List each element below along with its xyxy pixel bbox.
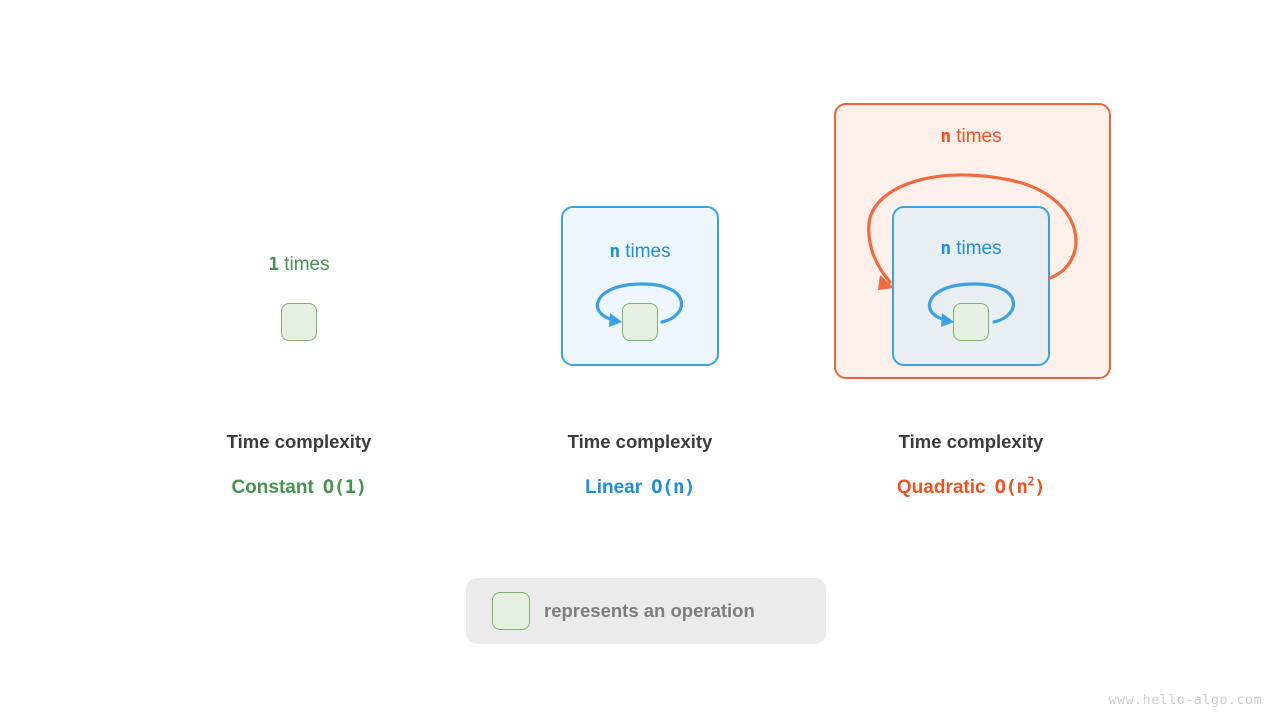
time-complexity-title: Time complexity [226, 431, 372, 452]
legend-pill: represents an operation [466, 578, 826, 644]
count-symbol: 1 [268, 254, 280, 275]
legend-label: represents an operation [544, 600, 755, 621]
big-o-notation: O(n) [651, 476, 695, 498]
operation-box [622, 303, 658, 341]
complexity-name: Linear [585, 477, 643, 498]
time-complexity-title: Time complexity [567, 431, 713, 452]
complexity-name: Constant [231, 477, 314, 498]
watermark: www.hello-algo.com [1108, 692, 1262, 708]
big-o-notation: O(1) [322, 476, 367, 498]
time-complexity-title: Time complexity [898, 431, 1044, 452]
loop-frame-outer-linear [561, 206, 719, 366]
count-symbol: n [940, 238, 952, 259]
count-word: times [625, 241, 671, 262]
count-word: times [956, 126, 1002, 147]
operation-swatch-icon [492, 592, 530, 630]
big-o-prefix: O(n [994, 476, 1028, 498]
operation-box [953, 303, 989, 341]
big-o-suffix: ) [1034, 476, 1046, 498]
time-complexity-value-linear: Linear O(n) [470, 476, 810, 498]
big-o-notation: O(n2) [995, 476, 1046, 498]
operation-box [281, 303, 317, 341]
complexity-name: Quadratic [896, 477, 986, 498]
time-complexity-value-constant: Constant O(1) [129, 476, 469, 498]
time-complexity-value-quadratic: Quadratic O(n2) [801, 476, 1141, 498]
count-word: times [284, 254, 330, 275]
loop-frame-inner-quadratic [892, 206, 1050, 366]
count-symbol: n [609, 241, 621, 262]
big-o-exponent: 2 [1027, 474, 1035, 489]
count-word: times [956, 238, 1002, 259]
count-symbol: n [940, 126, 952, 147]
